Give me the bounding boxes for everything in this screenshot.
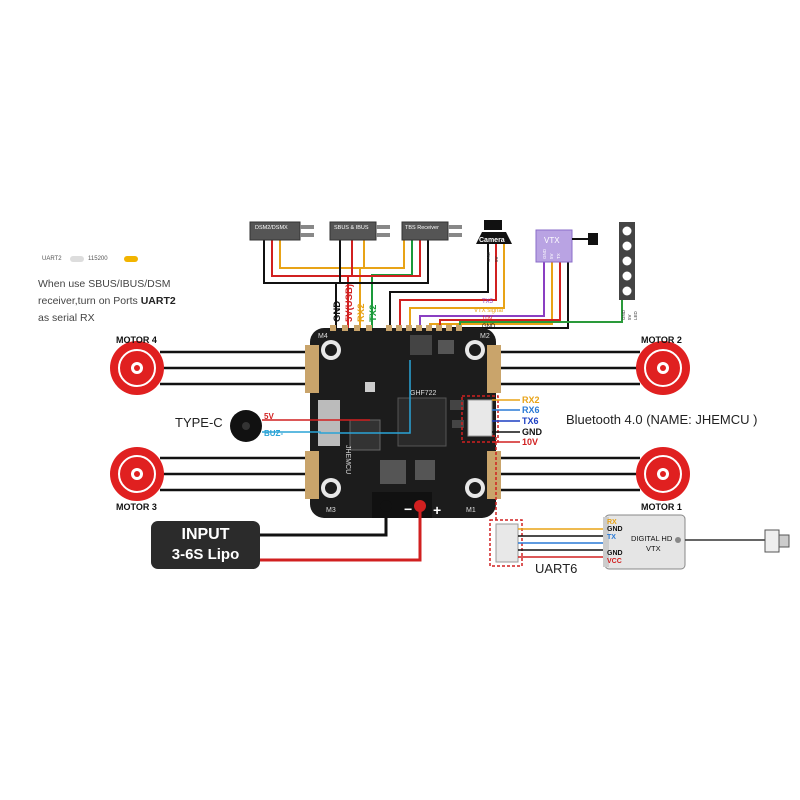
bus-label-tx5: TX5	[482, 299, 494, 305]
uart2-baud: 115200	[88, 256, 108, 262]
bt-pin-10v: 10V	[522, 437, 538, 447]
bus-label-10v: 10V	[482, 316, 493, 322]
uart6-connector	[489, 519, 523, 567]
led-pin-led: LED	[633, 310, 638, 320]
sbus-receiver: SBUS & IBUS	[329, 221, 390, 241]
note-line1: When use SBUS/IBUS/DSM	[38, 278, 171, 290]
bluetooth-label: Bluetooth 4.0 (NAME: JHEMCU )	[566, 412, 758, 427]
bt-pin-tx6: TX6	[522, 416, 539, 426]
typec-pin-buz: BUZ-	[264, 429, 283, 438]
input-subtitle: 3-6S Lipo	[171, 546, 240, 563]
bus-label-gnd: GND	[482, 324, 496, 330]
antenna-icon	[685, 529, 790, 553]
uart2-toggle-strip: UART2 115200	[36, 255, 166, 265]
motor-4-label: MOTOR 4	[116, 335, 157, 345]
motor-3-label: MOTOR 3	[116, 502, 157, 512]
typec-pin-5v: 5V	[264, 412, 274, 421]
battery-negative-pad	[380, 500, 392, 512]
bt-pin-gnd: GND	[522, 427, 543, 437]
vtx-module: VTX	[535, 229, 598, 263]
camera-pin-5v: 5V	[494, 256, 499, 262]
motor-3-icon	[110, 447, 164, 501]
board-brand: JHEMCU	[344, 445, 351, 474]
battery-plus-label: +	[433, 502, 441, 518]
vtx-pin-tx2: TX	[607, 534, 616, 541]
battery-positive-pad	[414, 500, 426, 512]
tbs-receiver: TBS Receiver	[401, 221, 462, 241]
top-wire-gnd: GND	[332, 301, 343, 322]
bluetooth-wires	[492, 399, 520, 443]
sbus-receiver-label: SBUS & IBUS	[334, 225, 369, 231]
vtx-pin-vcc: VCC	[607, 558, 622, 565]
camera-pin-gnd: GND	[486, 251, 491, 262]
led-pin-gnd: GND	[621, 309, 626, 320]
digital-vtx-title-1: DIGITAL HD	[631, 534, 673, 543]
vtx-pin-5v: 5V	[549, 253, 554, 259]
note-line3: as serial RX	[38, 312, 95, 324]
uart6-label: UART6	[535, 561, 578, 576]
motor-2-icon	[636, 341, 690, 395]
motor-1-icon	[636, 447, 690, 501]
pad-label-m1: M1	[466, 507, 476, 514]
tbs-receiver-label: TBS Receiver	[405, 225, 439, 231]
vtx-pin-rx: RX	[607, 519, 617, 526]
camera-label: Camera	[479, 237, 505, 244]
uart6-wires	[518, 528, 605, 558]
vtx-module-label: VTX	[544, 236, 560, 245]
vtx-pin-gnd2: GND	[607, 550, 623, 557]
pad-label-m2: M2	[480, 333, 490, 340]
dsm-receiver: DSM2/DSMX	[249, 221, 314, 241]
bluetooth-module	[461, 395, 499, 443]
input-title: INPUT	[181, 526, 230, 543]
top-wire-5v: 5V(USB)	[344, 284, 355, 322]
uart2-note: When use SBUS/IBUS/DSM receiver,turn on …	[38, 276, 218, 327]
top-wire-rx2: RX2	[356, 304, 367, 322]
vtx-pin-gnd1: GND	[607, 526, 623, 533]
battery-minus-label: −	[404, 501, 412, 517]
buzzer-icon	[230, 410, 262, 442]
top-wire-tx2: TX2	[368, 305, 379, 322]
led-pin-5v: 5V	[627, 314, 632, 320]
flight-controller-board	[305, 325, 501, 518]
battery-leads	[260, 506, 422, 562]
bt-pin-rx2: RX2	[522, 395, 540, 405]
vtx-pin-gnd: GND	[542, 248, 547, 259]
motor-4-icon	[110, 341, 164, 395]
motor-2-label: MOTOR 2	[641, 335, 682, 345]
pad-label-m4: M4	[318, 333, 328, 340]
bt-pin-rx6: RX6	[522, 405, 540, 415]
battery-input-box: INPUT 3-6S Lipo	[151, 521, 260, 569]
note-line2-bold: UART2	[140, 295, 176, 307]
camera-icon: Camera	[476, 220, 512, 244]
digital-vtx-title-2: VTX	[646, 544, 661, 553]
top-wire-labels: GND 5V(USB) RX2 TX2	[332, 284, 379, 322]
receiver-wires	[263, 238, 623, 329]
dsm-receiver-label: DSM2/DSMX	[255, 225, 288, 231]
note-line2: receiver,turn on Ports UART2	[38, 295, 176, 307]
led-strip-icon	[619, 222, 635, 300]
pad-label-m3: M3	[326, 507, 336, 514]
toggle-on-icon	[124, 256, 138, 262]
digital-vtx-module	[603, 514, 686, 570]
board-model: GHF722	[410, 390, 437, 397]
typec-label: TYPE-C	[175, 415, 223, 430]
bus-label-vtx-signal: VTX signal	[474, 308, 503, 314]
vtx-pin-tx: TX	[556, 253, 561, 259]
motor-1-label: MOTOR 1	[641, 502, 682, 512]
toggle-off-icon	[70, 256, 84, 262]
uart2-label: UART2	[42, 256, 62, 262]
motor-wires	[160, 350, 640, 492]
